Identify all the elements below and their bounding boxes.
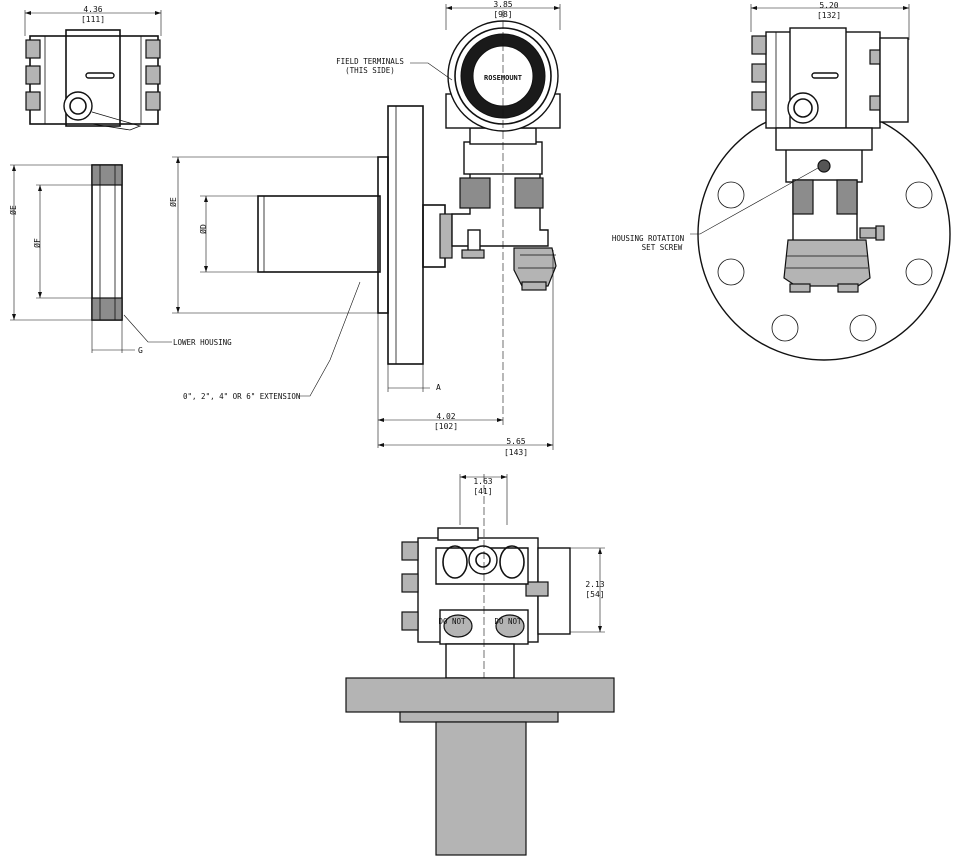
bottom-height-dim: 2.13 — [585, 580, 604, 589]
housing-rotation-callout-2: SET SCREW — [642, 243, 683, 252]
a-label: A — [436, 383, 441, 392]
housing-rotation-callout: HOUSING ROTATION — [612, 234, 684, 243]
lower-housing-callout: LOWER HOUSING — [173, 338, 232, 347]
g-label: G — [138, 346, 143, 355]
top-center-width-mm: [98] — [493, 10, 512, 19]
diameter-e-center: ØE — [168, 197, 178, 207]
lower-housing-section: ØE ØF G LOWER HOUSING — [8, 164, 232, 355]
field-terminals-callout: FIELD TERMINALS — [336, 57, 404, 66]
top-center-width-dim: 3.85 — [493, 0, 512, 9]
top-left-width-dim: 4.36 — [83, 5, 102, 14]
bottom-offset-dim: 1.63 — [473, 477, 492, 486]
diameter-f-label: ØF — [32, 238, 42, 248]
transmitter-side-view: ØE ØD ROSEMOUNT — [168, 0, 561, 457]
field-terminals-callout-2: (THIS SIDE) — [345, 66, 395, 75]
overall-depth-dim: 5.65 — [506, 437, 525, 446]
housing-top-view: 4.36 [111] — [24, 5, 162, 131]
overall-depth-mm: [143] — [504, 448, 528, 457]
top-right-width-mm: [132] — [817, 11, 841, 20]
top-right-width-dim: 5.20 — [819, 1, 838, 10]
diameter-e-left: ØE — [8, 205, 18, 215]
transmitter-front-view: 5.20 [132] HOUSING ROTATION SET SCREW — [612, 1, 951, 361]
bottom-offset-mm: [41] — [473, 487, 492, 496]
diameter-d-label: ØD — [198, 224, 208, 234]
top-left-width-mm: [111] — [81, 15, 105, 24]
warning-label-right: DO NOT — [494, 617, 522, 626]
bottom-height-mm: [54] — [585, 590, 604, 599]
flange-to-center-mm: [102] — [434, 422, 458, 431]
flange-to-center-dim: 4.02 — [436, 412, 455, 421]
warning-label-left: DO NOT — [438, 617, 466, 626]
extension-callout: 0", 2", 4" OR 6" EXTENSION — [183, 392, 300, 401]
transmitter-bottom-view: 1.63 [41] 2.13 [54] DO NOT DO NOT — [345, 474, 615, 856]
